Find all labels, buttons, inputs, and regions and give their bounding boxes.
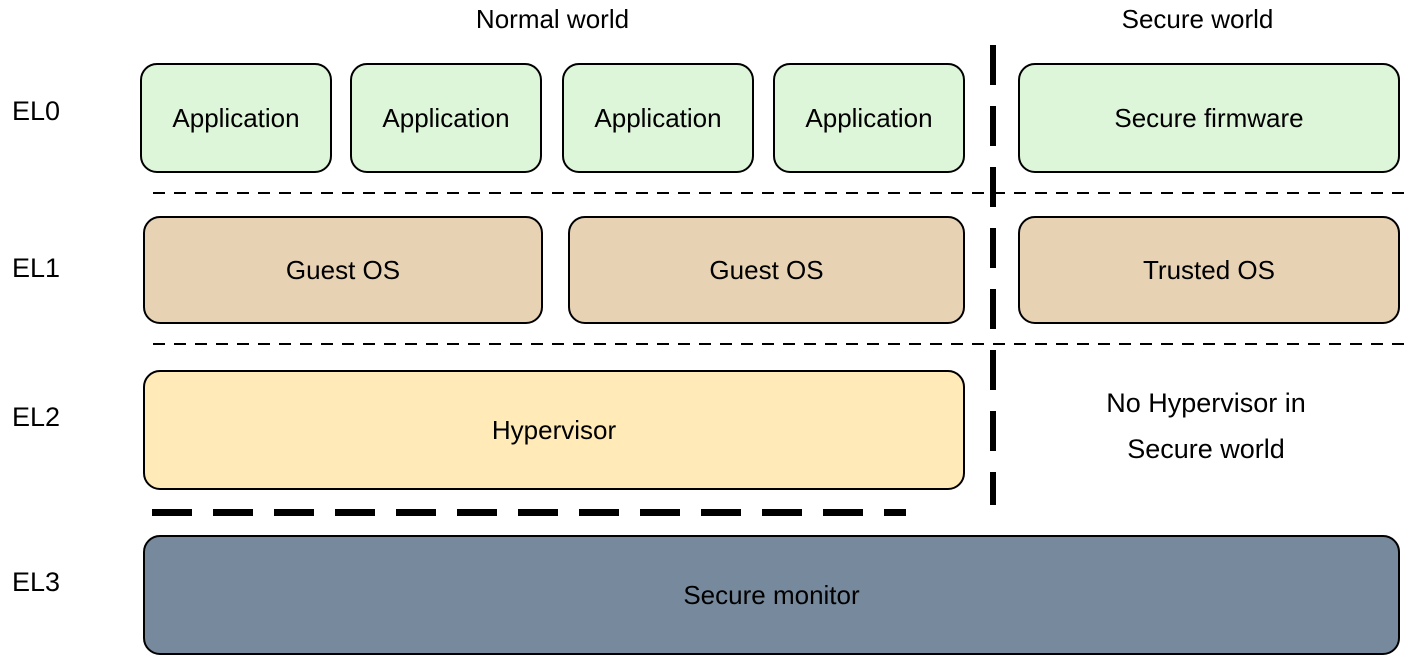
el3-label: EL3 [12,567,61,597]
el1-el2-divider-line [153,343,1408,345]
world-divider-line [990,45,996,505]
no-hypervisor-note: No Hypervisor in Secure world [1020,381,1392,473]
guest-os-box-1: Guest OS [143,216,543,324]
el2-label: EL2 [12,402,61,432]
no-hypervisor-note-line1: No Hypervisor in [1106,388,1306,418]
secure-monitor-box: Secure monitor [143,535,1400,655]
application-box-2: Application [350,63,542,173]
application-box-4: Application [773,63,965,173]
no-hypervisor-note-line2: Secure world [1127,433,1285,464]
application-box-1: Application [140,63,332,173]
trusted-os-box: Trusted OS [1018,216,1400,324]
normal-world-title: Normal world [475,4,630,34]
application-box-3: Application [562,63,754,173]
guest-os-box-2: Guest OS [568,216,965,324]
el0-label: EL0 [12,96,61,126]
hypervisor-monitor-divider-line [152,509,906,516]
el1-label: EL1 [12,253,61,283]
secure-firmware-box: Secure firmware [1018,63,1400,173]
secure-world-title: Secure world [1121,4,1274,34]
el0-el1-divider-line [153,192,1408,194]
hypervisor-box: Hypervisor [143,370,965,490]
